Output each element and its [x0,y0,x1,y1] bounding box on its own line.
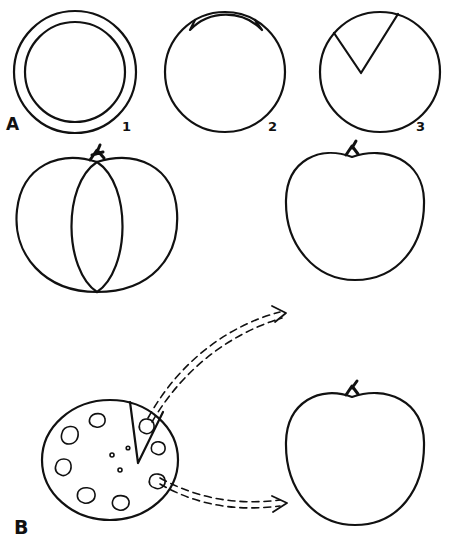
callout-number: 3 [416,120,425,133]
section-line [71,162,97,292]
part-letter: B [14,518,28,537]
arrow-head [272,306,286,322]
inner-circle [25,22,125,122]
tomato-slice [42,400,178,520]
stem [346,381,358,395]
outer-circle [14,11,136,133]
band-segment [190,15,262,30]
part-letter: A [6,116,19,133]
circle [165,12,285,132]
callout-number: 1 [122,120,131,133]
arrow-head [272,496,287,512]
transfer-arrow [148,312,282,508]
tomato-body [286,393,424,525]
callout-number: 2 [268,120,277,133]
stem [90,145,104,160]
stem [346,141,358,155]
tomato-body [286,153,424,280]
circle [320,12,440,132]
locules [55,414,165,511]
section-line [97,162,123,292]
tomato-body [17,158,178,292]
wedge-cut [334,14,398,73]
